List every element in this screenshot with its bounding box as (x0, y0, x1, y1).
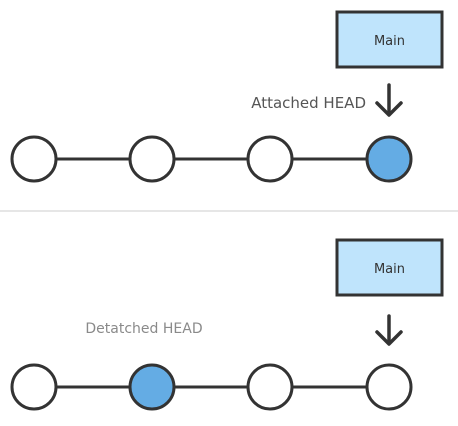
commit-node (246, 363, 294, 411)
main-branch-box (335, 10, 444, 69)
head-commit-node (128, 363, 176, 411)
commit-node (10, 135, 58, 183)
head-label: Attached HEAD (251, 94, 366, 112)
head-commit-node (365, 135, 413, 183)
commit-node (246, 135, 294, 183)
commit-node (128, 135, 176, 183)
main-branch-box (335, 238, 444, 297)
arrow-down-icon (375, 314, 403, 346)
bottom-panel: Main Detatched HEAD (10, 238, 444, 411)
commit-node (10, 363, 58, 411)
main-branch-label: Main (374, 34, 405, 49)
main-branch-label: Main (374, 262, 405, 277)
arrow-down-icon (375, 83, 403, 117)
commit-node (365, 363, 413, 411)
top-panel: Main Attached HEAD (10, 10, 444, 183)
head-label: Detatched HEAD (85, 321, 202, 337)
